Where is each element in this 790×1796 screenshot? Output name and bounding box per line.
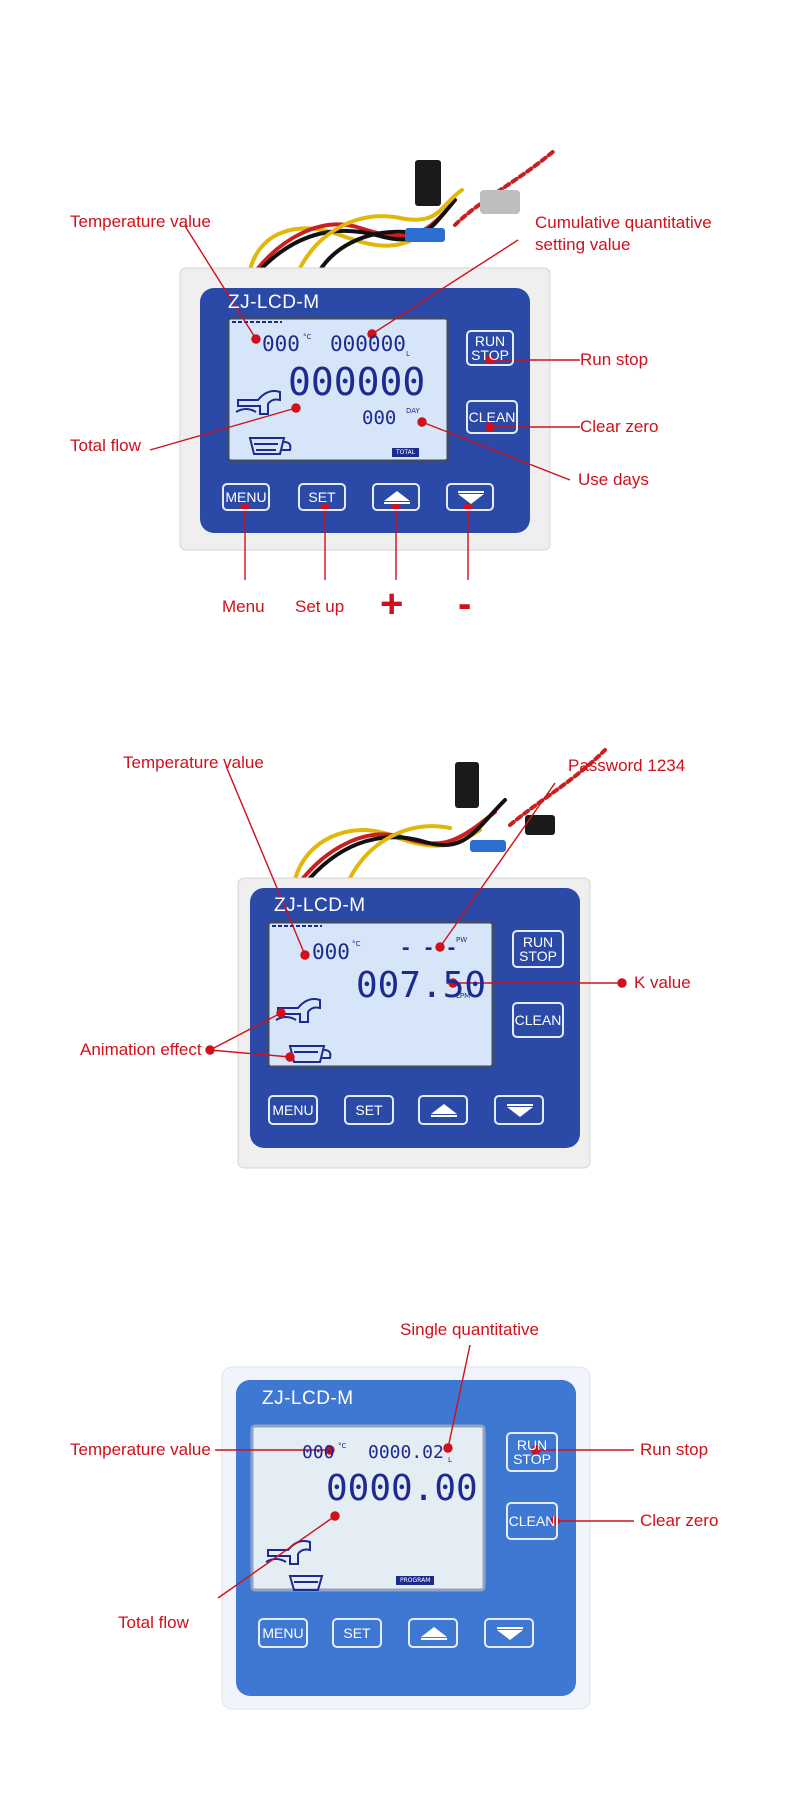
lcd-use-days: 000 [362, 407, 397, 429]
callout-cumulative-line2: setting value [535, 235, 631, 254]
up-arrow-icon [384, 491, 410, 504]
lcd-total-flow: 0000.00 [326, 1468, 478, 1509]
set-label: SET [355, 1102, 383, 1118]
lcd-temperature-unit: °C [303, 333, 312, 341]
lcd-temperature: 000 [262, 332, 300, 356]
callout-run-stop: Run stop [580, 350, 649, 369]
callout-single-quantitative: Single quantitative [400, 1320, 539, 1339]
up-button[interactable] [408, 1618, 458, 1648]
device-model-label: ZJ-LCD-M [274, 895, 366, 916]
down-button[interactable] [446, 483, 494, 511]
up-button[interactable] [372, 483, 420, 511]
stop-label: STOP [471, 347, 509, 363]
callout-run-stop: Run stop [640, 1440, 709, 1459]
lcd-days-unit: DAY [406, 407, 420, 415]
callout-temperature: Temperature value [70, 1440, 211, 1459]
clean-label: CLEAN [508, 1513, 556, 1529]
lcd-total-unit: L [448, 1492, 452, 1500]
callout-menu: Menu [222, 597, 265, 616]
set-button[interactable]: SET [344, 1095, 394, 1125]
device-model-label: ZJ-LCD-M [228, 292, 320, 313]
set-button[interactable]: SET [298, 483, 346, 511]
callout-animation: Animation effect [80, 1040, 202, 1059]
up-arrow-icon [421, 1627, 447, 1640]
callout-clear-zero: Clear zero [640, 1511, 719, 1530]
menu-button[interactable]: MENU [222, 483, 270, 511]
set-label: SET [343, 1625, 371, 1641]
stop-label: STOP [513, 1451, 551, 1467]
lcd-password-unit: PW [456, 936, 468, 944]
down-arrow-icon [497, 1627, 523, 1640]
callout-k-value: K value [634, 973, 691, 992]
faucet-icon [277, 998, 321, 1023]
clean-button[interactable]: CLEAN [512, 1002, 564, 1038]
connector-blue [405, 228, 445, 242]
connector-grey [480, 190, 520, 214]
lcd-temperature-unit: °C [338, 1442, 347, 1450]
callout-minus: - [458, 582, 472, 626]
callout-total-flow: Total flow [118, 1613, 189, 1632]
clean-button[interactable]: CLEAN [506, 1502, 558, 1540]
lcd-setting-value: 000000 [330, 332, 406, 356]
callout-total-flow: Total flow [70, 436, 141, 455]
run-stop-button[interactable]: RUN STOP [506, 1432, 558, 1472]
panel-program-screen: ZJ-LCD-M 000 °C 0000.02 L 0000.00 L PROG… [0, 1220, 790, 1796]
callout-use-days: Use days [578, 470, 649, 489]
faucet-icon [237, 390, 281, 415]
lcd-k-unit: LPM [456, 992, 471, 1000]
clean-button[interactable]: CLEAN [466, 400, 518, 434]
clean-label: CLEAN [468, 409, 516, 425]
callout-password: Password 1234 [568, 756, 686, 775]
down-arrow-icon [507, 1104, 533, 1117]
stop-label: STOP [519, 948, 557, 964]
set-label: SET [308, 489, 336, 505]
down-button[interactable] [494, 1095, 544, 1125]
panel-device-overview: ZJ-LCD-M 000 °C 000000 L 000000 L 000 DA… [0, 0, 790, 690]
lcd-total-flow: 000000 [288, 360, 426, 404]
lcd-k-value: 007.50 [356, 965, 487, 1006]
cup-icon [288, 1575, 324, 1591]
callout-cumulative-line1: Cumulative quantitative [535, 213, 712, 232]
device-illustration-1 [149, 148, 580, 580]
down-button[interactable] [484, 1618, 534, 1648]
lcd-mode-badge: TOTAL [392, 448, 420, 457]
lcd-total-unit: L [406, 386, 410, 394]
lcd-single-unit: L [448, 1456, 452, 1464]
panel-parameter-screen: ZJ-LCD-M 000 °C - - - PW 007.50 LPM RUN … [0, 690, 790, 1220]
device-illustration-3 [215, 1344, 634, 1710]
connector-black [415, 160, 441, 206]
lcd-screen [226, 316, 450, 463]
menu-label: MENU [272, 1102, 314, 1118]
device-model-label: ZJ-LCD-M [262, 1388, 354, 1409]
lcd-setting-unit: L [406, 350, 410, 358]
cup-icon [248, 437, 292, 455]
callout-setup: Set up [295, 597, 345, 616]
up-button[interactable] [418, 1095, 468, 1125]
run-stop-button[interactable]: RUN STOP [466, 330, 514, 366]
lcd-mode-badge: PROGRAM [396, 1576, 435, 1585]
lcd-password: - - - [400, 937, 458, 959]
run-label: RUN [522, 934, 554, 950]
callout-clear-zero: Clear zero [580, 417, 659, 436]
callout-plus: + [380, 582, 404, 626]
callout-temperature: Temperature value [123, 753, 264, 772]
run-stop-button[interactable]: RUN STOP [512, 930, 564, 968]
run-label: RUN [474, 333, 506, 349]
set-button[interactable]: SET [332, 1618, 382, 1648]
down-arrow-icon [458, 491, 484, 504]
lcd-single-value: 0000.02 [368, 1442, 444, 1463]
menu-label: MENU [262, 1625, 304, 1641]
clean-label: CLEAN [514, 1012, 562, 1028]
menu-label: MENU [225, 489, 267, 505]
lcd-temperature: 000 [312, 940, 350, 964]
run-label: RUN [516, 1437, 548, 1453]
menu-button[interactable]: MENU [258, 1618, 308, 1648]
callout-temperature: Temperature value [70, 212, 211, 231]
up-arrow-icon [431, 1104, 457, 1117]
lcd-temperature-unit: °C [352, 940, 361, 948]
menu-button[interactable]: MENU [268, 1095, 318, 1125]
lcd-temperature: 000 [302, 1442, 335, 1463]
